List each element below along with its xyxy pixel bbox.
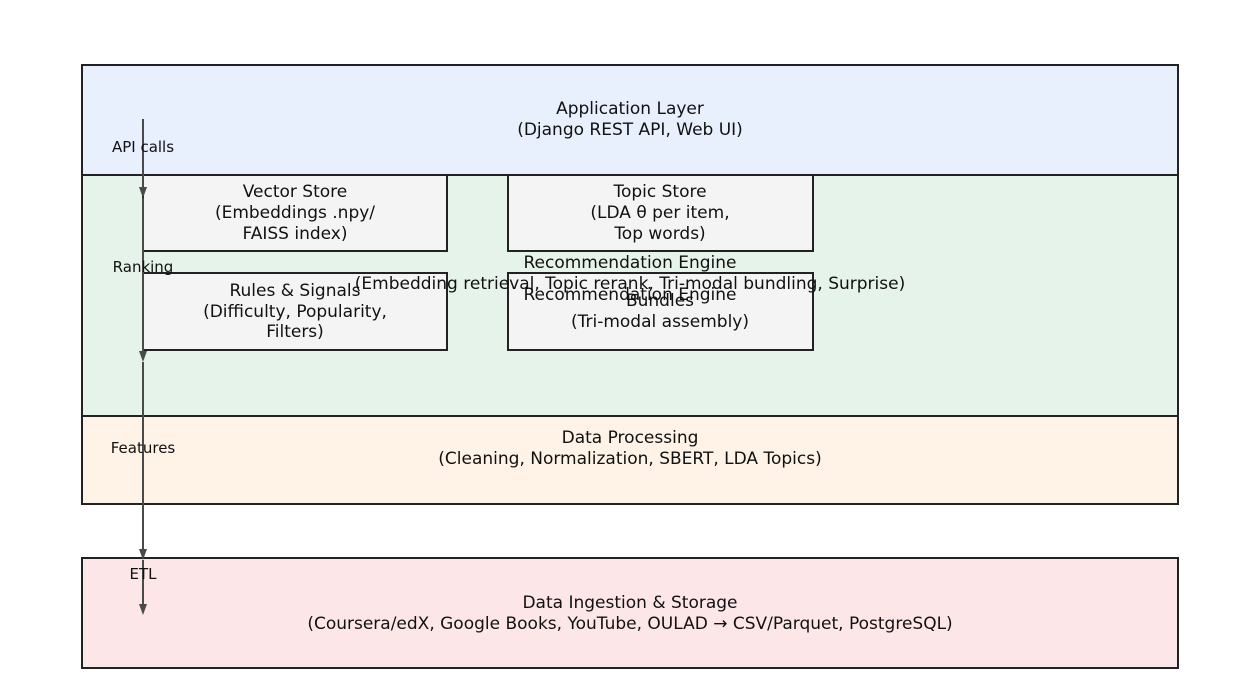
bundles-box [507, 272, 814, 351]
rules-signals-detail-2: Filters) [266, 322, 324, 342]
rules-signals-title: Rules & Signals [229, 281, 360, 301]
data-processing-layer-box [81, 415, 1179, 505]
bundles-detail: (Tri-modal assembly) [571, 312, 749, 332]
vector-store-detail-1: (Embeddings .npy/ [215, 203, 375, 223]
bundles-title: Bundles [626, 291, 694, 311]
flow-label-etl: ETL [130, 565, 158, 583]
flow-label-features: Features [111, 439, 176, 457]
application-layer-title: Application Layer [556, 99, 704, 119]
flow-label-api-calls: API calls [112, 138, 174, 156]
recommendation-engine-subtitle: (Embedding retrieval, Topic rerank, Tri-… [355, 274, 905, 294]
data-ingestion-title: Data Ingestion & Storage [522, 593, 737, 613]
topic-store-detail-2: Top words) [613, 224, 705, 244]
application-layer-box [81, 64, 1179, 176]
topic-store-box [507, 174, 814, 252]
arrowhead-ranking [139, 351, 147, 362]
vector-store-title: Vector Store [243, 182, 348, 202]
data-processing-title: Data Processing [562, 428, 699, 448]
vector-store-detail-2: FAISS index) [243, 224, 348, 244]
data-processing-subtitle: (Cleaning, Normalization, SBERT, LDA Top… [438, 449, 821, 469]
rules-signals-detail-1: (Difficulty, Popularity, [203, 302, 387, 322]
flow-label-ranking: Ranking [113, 258, 174, 276]
topic-store-title: Topic Store [612, 182, 706, 202]
recommendation-engine-title-repeat: Recommendation Engine [523, 285, 736, 305]
data-ingestion-subtitle: (Coursera/edX, Google Books, YouTube, OU… [307, 614, 952, 634]
vector-store-box [142, 174, 448, 252]
topic-store-detail-1: (LDA θ per item, [590, 203, 729, 223]
arrowhead-api-calls [139, 187, 147, 198]
arrowhead-etl [139, 604, 147, 615]
arrowhead-features [139, 549, 147, 560]
application-layer-subtitle: (Django REST API, Web UI) [517, 120, 743, 140]
data-ingestion-layer-box [81, 557, 1179, 669]
flow-arrows [139, 119, 147, 615]
recommendation-engine-title: Recommendation Engine [523, 253, 736, 273]
